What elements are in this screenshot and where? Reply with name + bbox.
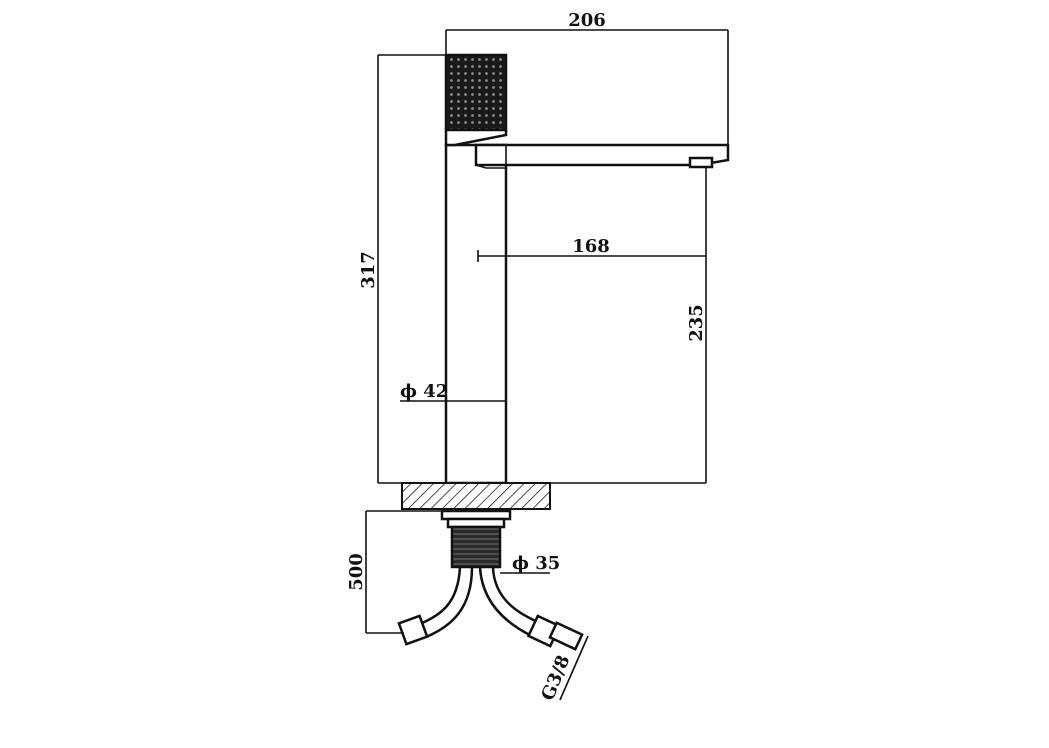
label-317: 317: [358, 251, 379, 289]
threaded-shank: [450, 525, 502, 569]
aerator: [688, 156, 714, 169]
label-206: 206: [568, 10, 606, 31]
hose-fitting-left: [397, 614, 429, 646]
dimension-labels: 206 317 168 235 ϕ 42 500 ϕ 35 G3/8: [346, 10, 707, 704]
dimension-lines: [365, 29, 729, 701]
mounting-assembly: [440, 509, 512, 569]
hose-left-inner: [425, 566, 474, 639]
hose-left-outer: [417, 566, 462, 627]
knurled-handle: [444, 53, 508, 132]
spout-underside: [475, 164, 506, 169]
label-235: 235: [686, 304, 707, 342]
spout: [474, 143, 730, 167]
faucet-column: [444, 143, 508, 485]
counter-deck-section: [401, 482, 551, 510]
label-168: 168: [572, 236, 610, 257]
hose-right-inner: [478, 566, 537, 640]
handle-neck: [444, 128, 508, 147]
label-500: 500: [346, 553, 367, 591]
hose-fitting-right-thread: [548, 621, 584, 651]
faucet-body: [444, 53, 730, 485]
dim-line-g38: [559, 635, 589, 701]
label-phi42: ϕ 42: [400, 381, 448, 402]
label-phi35: ϕ 35: [512, 553, 560, 574]
flexible-hoses: [397, 566, 584, 651]
